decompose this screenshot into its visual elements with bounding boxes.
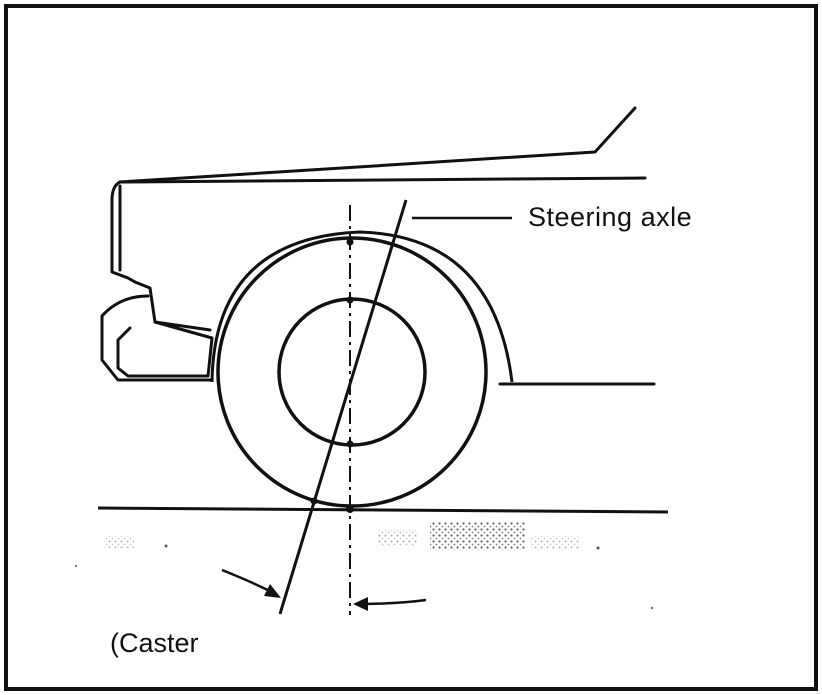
- caster-arrow-right: [353, 597, 427, 611]
- car-body-outline: [100, 106, 656, 386]
- wheel-arch: [210, 230, 514, 383]
- road-texture: [74, 522, 654, 610]
- diagram-border: [4, 4, 818, 691]
- ground-line: [97, 506, 669, 514]
- steering-axis-line: [278, 199, 408, 615]
- caster-label: (Caster: [110, 628, 199, 658]
- tire: [216, 236, 488, 508]
- caster-arrow-left: [221, 568, 281, 598]
- steering-axle-label: Steering axle: [528, 202, 693, 232]
- wheel-hub: [277, 297, 427, 447]
- reference-points: [310, 238, 354, 513]
